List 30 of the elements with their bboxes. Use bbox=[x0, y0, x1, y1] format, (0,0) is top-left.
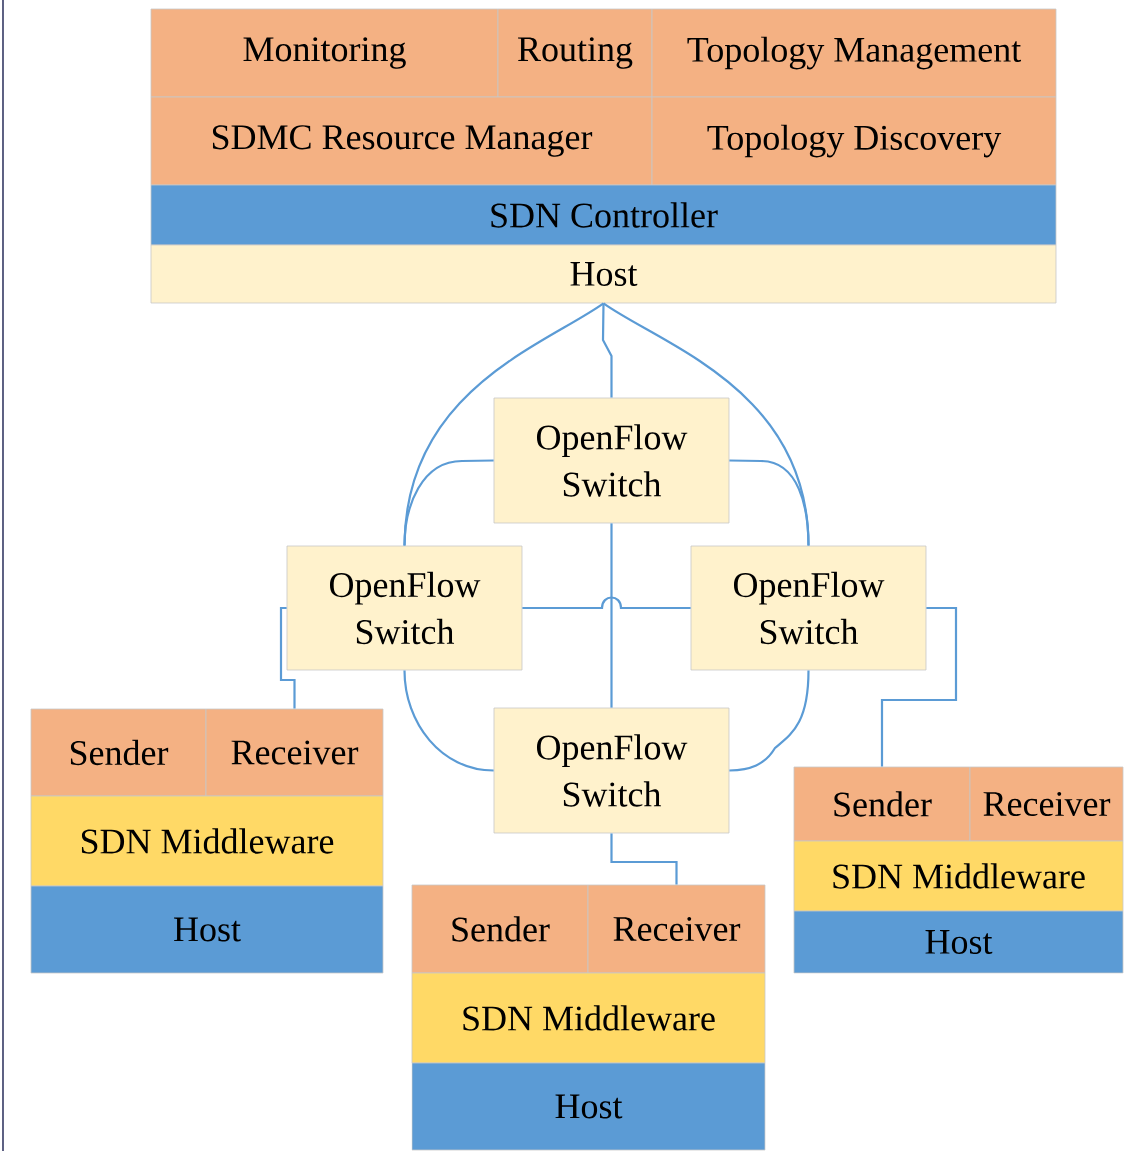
connection-line bbox=[601, 303, 613, 398]
module-box: Routing bbox=[497, 8, 653, 98]
connection-line bbox=[403, 670, 494, 772]
host-bar: Host bbox=[411, 1062, 766, 1151]
sender-box: Sender bbox=[793, 766, 971, 842]
connection-line bbox=[403, 459, 494, 546]
sender-box: Sender bbox=[411, 884, 589, 974]
switch-box: OpenFlow Switch bbox=[493, 397, 730, 524]
host-bar: Host bbox=[30, 885, 384, 974]
middleware-bar: SDN Middleware bbox=[30, 795, 384, 887]
middleware-bar: SDN Middleware bbox=[411, 972, 766, 1064]
receiver-box: Receiver bbox=[587, 884, 766, 974]
receiver-box: Receiver bbox=[969, 766, 1124, 842]
sender-box: Sender bbox=[30, 708, 207, 797]
switch-box: OpenFlow Switch bbox=[690, 545, 927, 671]
middleware-bar: SDN Middleware bbox=[793, 840, 1124, 912]
connection-line bbox=[729, 670, 810, 772]
connection-line bbox=[279, 606, 296, 709]
controller-bar: SDN Controller bbox=[150, 184, 1057, 246]
host-bar: Host bbox=[150, 244, 1057, 304]
connection-line bbox=[610, 523, 613, 708]
connection-line bbox=[610, 833, 678, 885]
receiver-box: Receiver bbox=[205, 708, 384, 797]
connection-line bbox=[880, 606, 958, 767]
host-bar: Host bbox=[793, 910, 1124, 974]
switch-box: OpenFlow Switch bbox=[286, 545, 523, 671]
switch-box: OpenFlow Switch bbox=[493, 707, 730, 834]
module-box: Topology Discovery bbox=[651, 96, 1057, 186]
connection-line bbox=[522, 596, 691, 610]
connection-line bbox=[729, 459, 810, 546]
